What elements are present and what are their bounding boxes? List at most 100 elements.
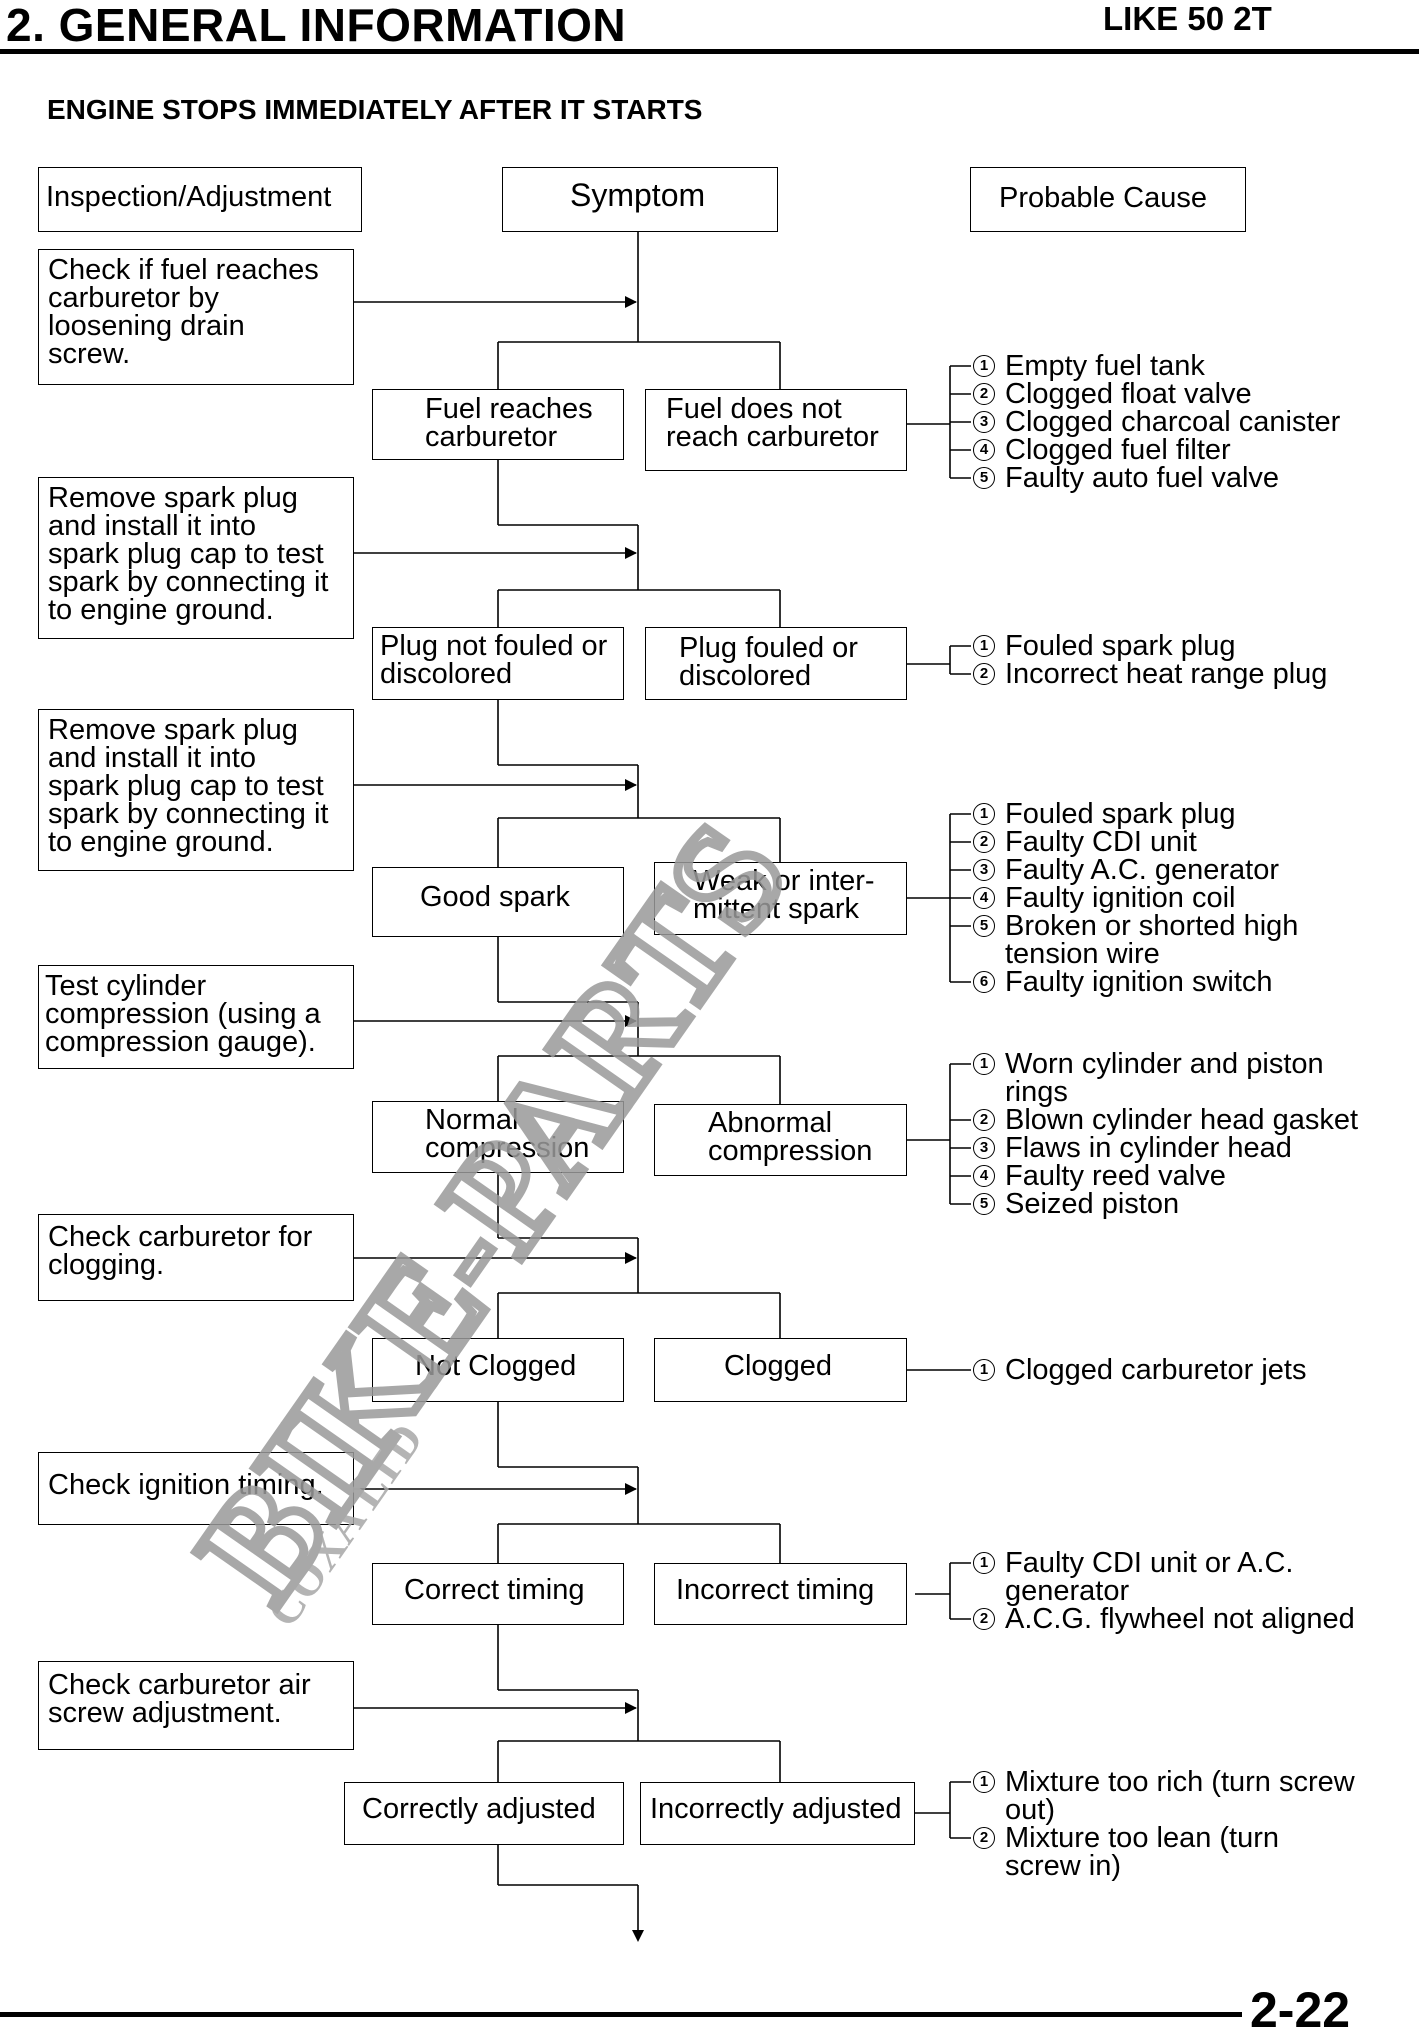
result-ok-text: Not Clogged — [415, 1350, 577, 1382]
result-bad-text: Weak or inter- mittent spark — [693, 865, 875, 925]
cause-text: Empty fuel tank — [1005, 350, 1205, 382]
arrowhead — [632, 1930, 644, 1942]
cause-text: Mixture too lean (turn screw in) — [1005, 1822, 1280, 1882]
result-ok-text: Correct timing — [404, 1574, 585, 1606]
cause-number-icon: 3 — [973, 411, 995, 433]
cause-text: Fouled spark plug — [1005, 798, 1236, 830]
inspection-text: Check if fuel reaches carburetor by loos… — [48, 254, 319, 370]
result-bad-box: Incorrect timing — [654, 1563, 907, 1625]
cause-number-icon: 6 — [973, 971, 995, 993]
result-bad-text: Incorrectly adjusted — [650, 1793, 902, 1825]
cause-number-icon: 4 — [973, 1165, 995, 1187]
cause-number-icon: 1 — [973, 1552, 995, 1574]
cause-number-icon: 5 — [973, 915, 995, 937]
result-ok-box: Correctly adjusted — [344, 1782, 624, 1845]
cause-text: A.C.G. flywheel not aligned — [1005, 1603, 1355, 1635]
result-ok-box: Fuel reaches carburetor — [372, 389, 624, 460]
cause-text: Faulty reed valve — [1005, 1160, 1226, 1192]
inspection-text: Check ignition timing. — [48, 1469, 324, 1501]
cause-text: Worn cylinder and piston rings — [1005, 1048, 1324, 1108]
column-header-cause: Probable Cause — [970, 167, 1246, 232]
cause-number-icon: 2 — [973, 383, 995, 405]
result-ok-text: Normal compression — [425, 1104, 590, 1164]
column-header-cause-label: Probable Cause — [999, 182, 1207, 214]
cause-text: Flaws in cylinder head — [1005, 1132, 1292, 1164]
result-ok-text: Good spark — [420, 881, 570, 913]
arrowhead — [625, 547, 637, 559]
page-number: 2-22 — [1250, 1982, 1351, 2038]
inspection-text: Remove spark plug and install it into sp… — [48, 482, 329, 626]
result-bad-text: Fuel does not reach carburetor — [666, 393, 879, 453]
result-ok-box: Normal compression — [372, 1101, 624, 1173]
arrowhead — [625, 296, 637, 308]
cause-number-icon: 5 — [973, 1193, 995, 1215]
inspection-box: Test cylinder compression (using a compr… — [38, 965, 354, 1069]
result-bad-box: Clogged — [654, 1338, 907, 1402]
inspection-text: Test cylinder compression (using a compr… — [45, 970, 321, 1058]
result-ok-text: Fuel reaches carburetor — [425, 393, 593, 453]
arrowhead — [625, 1483, 637, 1495]
cause-number-icon: 1 — [973, 1359, 995, 1381]
cause-text: Faulty ignition switch — [1005, 966, 1273, 998]
cause-number-icon: 2 — [973, 1109, 995, 1131]
cause-text: Clogged float valve — [1005, 378, 1252, 410]
cause-text: Faulty auto fuel valve — [1005, 462, 1280, 494]
cause-text: Clogged fuel filter — [1005, 434, 1231, 466]
inspection-box: Check if fuel reaches carburetor by loos… — [38, 249, 354, 385]
cause-text: Faulty ignition coil — [1005, 882, 1236, 914]
inspection-box: Check carburetor air screw adjustment. — [38, 1661, 354, 1750]
inspection-text: Remove spark plug and install it into sp… — [48, 714, 329, 858]
cause-number-icon: 1 — [973, 1771, 995, 1793]
cause-number-icon: 4 — [973, 439, 995, 461]
cause-number-icon: 3 — [973, 859, 995, 881]
result-bad-text: Clogged — [724, 1350, 833, 1382]
inspection-box: Check ignition timing. — [38, 1452, 354, 1525]
inspection-box: Remove spark plug and install it into sp… — [38, 709, 354, 871]
cause-number-icon: 5 — [973, 467, 995, 489]
inspection-text: Check carburetor air screw adjustment. — [48, 1669, 311, 1729]
inspection-text: Check carburetor for clogging. — [48, 1221, 313, 1281]
result-ok-box: Not Clogged — [372, 1338, 624, 1402]
section-title: 2. GENERAL INFORMATION — [6, 0, 627, 51]
result-bad-box: Abnormal compression — [654, 1104, 907, 1176]
cause-number-icon: 1 — [973, 635, 995, 657]
result-bad-text: Incorrect timing — [676, 1574, 875, 1606]
arrowhead — [625, 1015, 637, 1027]
result-bad-box: Weak or inter- mittent spark — [654, 862, 907, 935]
cause-text: Faulty CDI unit — [1005, 826, 1197, 858]
cause-text: Seized piston — [1005, 1188, 1180, 1220]
cause-text: Incorrect heat range plug — [1005, 658, 1328, 690]
footer-rule — [0, 2012, 1242, 2017]
cause-number-icon: 2 — [973, 663, 995, 685]
cause-text: Faulty CDI unit or A.C. generator — [1005, 1547, 1294, 1607]
cause-text: Faulty A.C. generator — [1005, 854, 1280, 886]
cause-text: Mixture too rich (turn screw out) — [1005, 1766, 1355, 1826]
cause-text: Blown cylinder head gasket — [1005, 1104, 1359, 1136]
result-bad-box: Plug fouled or discolored — [645, 627, 907, 700]
arrowhead — [625, 1702, 637, 1714]
page-subtitle: ENGINE STOPS IMMEDIATELY AFTER IT STARTS — [47, 94, 703, 125]
inspection-box: Remove spark plug and install it into sp… — [38, 477, 354, 639]
cause-number-icon: 4 — [973, 887, 995, 909]
cause-number-icon: 1 — [973, 803, 995, 825]
column-header-symptom: Symptom — [502, 167, 778, 232]
cause-text: Fouled spark plug — [1005, 630, 1236, 662]
result-ok-text: Plug not fouled or discolored — [380, 630, 608, 690]
arrowhead — [625, 779, 637, 791]
result-bad-box: Incorrectly adjusted — [640, 1782, 915, 1845]
result-bad-text: Abnormal compression — [708, 1107, 873, 1167]
result-ok-box: Good spark — [372, 867, 624, 937]
cause-number-icon: 1 — [973, 1053, 995, 1075]
result-ok-box: Plug not fouled or discolored — [372, 627, 624, 700]
result-bad-box: Fuel does not reach carburetor — [645, 389, 907, 471]
cause-number-icon: 2 — [973, 1827, 995, 1849]
result-ok-text: Correctly adjusted — [362, 1793, 596, 1825]
result-ok-box: Correct timing — [372, 1563, 624, 1625]
column-header-inspection: Inspection/Adjustment — [38, 167, 362, 232]
model-name: LIKE 50 2T — [1103, 0, 1272, 37]
cause-number-icon: 3 — [973, 1137, 995, 1159]
cause-number-icon: 2 — [973, 831, 995, 853]
inspection-box: Check carburetor for clogging. — [38, 1214, 354, 1301]
header-rule — [0, 49, 1419, 54]
